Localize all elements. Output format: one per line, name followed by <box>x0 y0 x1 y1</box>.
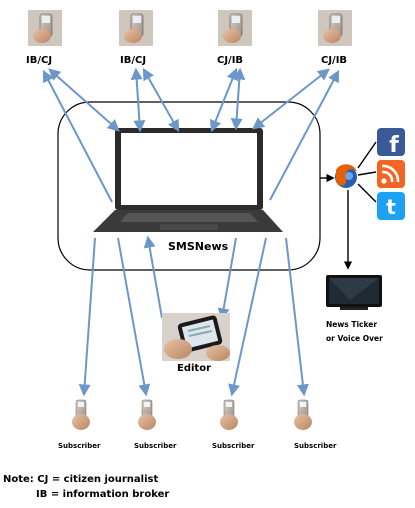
smsnews-hub-box <box>57 101 321 271</box>
editor-label: Editor <box>177 363 211 374</box>
output-label-line2: or Voice Over <box>326 334 383 343</box>
source-link-arrows <box>42 67 340 203</box>
subscriber-phone-icon <box>294 399 312 430</box>
subscriber-phone-icon <box>220 399 238 430</box>
subscriber-phone-icon <box>138 399 156 430</box>
facebook-icon: f <box>377 128 405 158</box>
note-line-2: IB = information broker <box>36 489 170 500</box>
source-label: CJ/IB <box>217 55 244 66</box>
rss-icon <box>377 160 405 188</box>
source-phone-icon <box>318 10 352 46</box>
editor-phone-icon <box>162 313 230 361</box>
twitter-icon: t <box>377 192 405 220</box>
laptop-icon <box>93 128 283 232</box>
output-label: News Ticker <box>326 320 378 329</box>
subscriber-phone-icon <box>72 399 90 430</box>
output-arrows <box>320 141 377 270</box>
tv-icon <box>326 275 382 310</box>
source-phone-icon <box>119 10 153 46</box>
distribution-arrows <box>78 235 309 397</box>
svg-text:t: t <box>386 195 396 219</box>
subscriber-label: Subscriber <box>134 442 177 450</box>
source-phone-icon <box>218 10 252 46</box>
source-label: CJ/IB <box>321 55 348 66</box>
source-phone-icon <box>28 10 62 46</box>
subscriber-label: Subscriber <box>212 442 255 450</box>
subscriber-label: Subscriber <box>58 442 101 450</box>
subscriber-label: Subscriber <box>294 442 337 450</box>
source-label: IB/CJ <box>26 55 53 66</box>
note-line-1: Note: CJ = citizen journalist <box>3 474 159 485</box>
hub-label: SMSNews <box>168 240 229 253</box>
firefox-icon <box>335 164 357 188</box>
svg-text:f: f <box>389 133 399 158</box>
source-label: IB/CJ <box>120 55 147 66</box>
